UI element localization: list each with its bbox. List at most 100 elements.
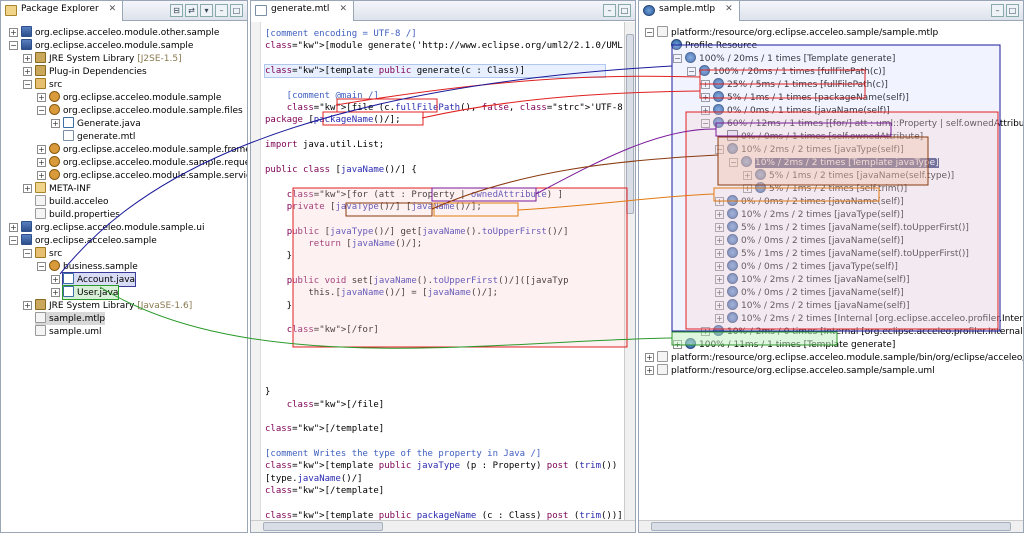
- expand-toggle[interactable]: +: [51, 119, 60, 128]
- profile-node[interactable]: 0% / 0ms / 2 times [javaName(self)]: [727, 286, 904, 299]
- expand-toggle[interactable]: +: [23, 301, 32, 310]
- profile-node[interactable]: 10% / 2ms / 2 times [Template javaType]: [741, 156, 939, 169]
- profile-node[interactable]: 10% / 2ms / 2 times [javaName(self)]: [727, 273, 910, 286]
- expand-toggle[interactable]: −: [701, 119, 710, 128]
- package-explorer-tab[interactable]: Package Explorer✕: [1, 1, 123, 21]
- profile-node[interactable]: 100% / 20ms / 1 times [Template generate…: [685, 52, 895, 65]
- profile-node[interactable]: Profile Resource: [671, 39, 757, 52]
- code-line[interactable]: [comment @main /]: [265, 90, 379, 102]
- profile-node[interactable]: platform:/resource/org.eclipse.acceleo.m…: [657, 351, 1024, 364]
- expand-toggle[interactable]: +: [715, 275, 724, 284]
- tree-item[interactable]: src: [35, 78, 62, 91]
- expand-toggle[interactable]: +: [23, 184, 32, 193]
- code-line[interactable]: [comment Writes the type of the property…: [265, 448, 541, 460]
- profile-node[interactable]: 5% / 1ms / 2 times [self.trim()]: [755, 182, 907, 195]
- tree-item[interactable]: META-INF: [35, 182, 91, 195]
- expand-toggle[interactable]: −: [729, 158, 738, 167]
- profile-node[interactable]: 5% / 1ms / 2 times [javaName(self).toUpp…: [727, 221, 969, 234]
- code-line[interactable]: class="kw">[/file]: [265, 399, 384, 411]
- expand-toggle[interactable]: +: [23, 67, 32, 76]
- tree-item[interactable]: org.eclipse.acceleo.module.sample.servic…: [49, 169, 248, 182]
- expand-toggle[interactable]: +: [715, 288, 724, 297]
- tree-item[interactable]: org.eclipse.acceleo.module.sample: [21, 39, 193, 52]
- tree-item[interactable]: sample.uml: [35, 325, 102, 338]
- expand-toggle[interactable]: +: [23, 54, 32, 63]
- profile-node[interactable]: platform:/resource/org.eclipse.acceleo.s…: [657, 364, 935, 377]
- expand-toggle[interactable]: +: [715, 262, 724, 271]
- code-line[interactable]: class="kw">[file (c.fullFilePath(), fals…: [265, 102, 636, 114]
- minimize-icon[interactable]: –: [991, 4, 1004, 17]
- expand-toggle[interactable]: −: [673, 54, 682, 63]
- code-line[interactable]: [type.javaName()/]: [265, 473, 363, 485]
- collapse-all-icon[interactable]: ⊟: [170, 4, 183, 17]
- code-line[interactable]: class="kw">[for (att : Property | ownedA…: [265, 189, 563, 201]
- link-editor-icon[interactable]: ⇄: [185, 4, 198, 17]
- expand-toggle[interactable]: +: [715, 236, 724, 245]
- expand-toggle[interactable]: −: [37, 262, 46, 271]
- code-line[interactable]: class="kw">[/for]: [265, 324, 379, 336]
- tree-item[interactable]: generate.mtl: [63, 130, 135, 143]
- profile-node[interactable]: 60% / 12ms / 1 times [[for/] att : uml::…: [713, 117, 1024, 130]
- profiler-horizontal-scrollbar[interactable]: [639, 520, 1023, 532]
- expand-toggle[interactable]: +: [715, 249, 724, 258]
- expand-toggle[interactable]: +: [37, 145, 46, 154]
- profile-node[interactable]: 10% / 2ms / 2 times [Internal [org.eclip…: [727, 312, 1024, 325]
- code-line[interactable]: }: [265, 386, 270, 398]
- tree-item[interactable]: org.eclipse.acceleo.module.other.sample: [21, 26, 219, 39]
- profile-node[interactable]: 5% / 1ms / 1 times [packageName(self)]: [713, 91, 909, 104]
- expand-toggle[interactable]: +: [645, 353, 654, 362]
- expand-toggle[interactable]: +: [51, 275, 60, 284]
- expand-toggle[interactable]: +: [701, 106, 710, 115]
- tree-item[interactable]: JRE System Library [J2SE-1.5]: [35, 52, 182, 65]
- tree-item[interactable]: Plug-in Dependencies: [35, 65, 147, 78]
- scroll-thumb[interactable]: [626, 34, 634, 214]
- expand-toggle[interactable]: +: [743, 184, 752, 193]
- profile-node[interactable]: 100% / 11ms / 1 times [Template generate…: [685, 338, 895, 351]
- tree-item[interactable]: Generate.java: [63, 117, 141, 130]
- code-line[interactable]: this.[javaName()/] = [javaName()/];: [265, 287, 498, 299]
- expand-toggle[interactable]: +: [715, 301, 724, 310]
- expand-toggle[interactable]: +: [715, 197, 724, 206]
- tree-item[interactable]: User.java: [63, 286, 118, 299]
- profile-node[interactable]: 10% / 2ms / 0 times [Internal [org.eclip…: [713, 325, 1024, 338]
- minimize-icon[interactable]: –: [603, 4, 616, 17]
- expand-toggle[interactable]: +: [37, 93, 46, 102]
- tree-item[interactable]: build.properties: [35, 208, 120, 221]
- code-line[interactable]: public class [javaName()/] {: [265, 164, 417, 176]
- expand-toggle[interactable]: +: [37, 171, 46, 180]
- expand-toggle[interactable]: +: [701, 93, 710, 102]
- profile-node[interactable]: 10% / 2ms / 2 times [javaType(self)]: [727, 208, 904, 221]
- expand-toggle[interactable]: −: [37, 106, 46, 115]
- maximize-icon[interactable]: □: [618, 4, 631, 17]
- profile-node[interactable]: 0% / 0ms / 1 times [self.ownedAttribute]: [727, 130, 923, 143]
- code-line[interactable]: import java.util.List;: [265, 139, 384, 151]
- code-line[interactable]: return [javaName()/];: [265, 238, 422, 250]
- expand-toggle[interactable]: +: [37, 158, 46, 167]
- profile-node[interactable]: 25% / 5ms / 1 times [fullFilePath(c)]: [713, 78, 888, 91]
- tree-item[interactable]: org.eclipse.acceleo.module.sample.files: [49, 104, 243, 117]
- code-line[interactable]: class="kw">[/template]: [265, 423, 384, 435]
- tree-item[interactable]: org.eclipse.acceleo.module.sample: [49, 91, 221, 104]
- profile-node[interactable]: 5% / 1ms / 2 times [javaName(self.type)]: [755, 169, 954, 182]
- code-line[interactable]: public void set[javaName().toUpperFirst(…: [265, 275, 569, 287]
- maximize-icon[interactable]: □: [230, 4, 243, 17]
- expand-toggle[interactable]: +: [673, 340, 682, 349]
- scroll-thumb[interactable]: [263, 522, 383, 531]
- expand-toggle[interactable]: +: [51, 288, 60, 297]
- tree-item[interactable]: build.acceleo: [35, 195, 108, 208]
- code-line[interactable]: class="kw">[module generate('http://www.…: [265, 40, 623, 52]
- profile-node[interactable]: 100% / 20ms / 1 times [fullFilePath(c)]: [699, 65, 885, 78]
- tree-item[interactable]: sample.mtlp: [35, 312, 105, 325]
- code-line[interactable]: class="kw">[template public generate(c :…: [265, 65, 605, 77]
- expand-toggle[interactable]: +: [701, 80, 710, 89]
- tree-item[interactable]: Account.java: [63, 273, 135, 286]
- code-line[interactable]: [comment encoding = UTF-8 /]: [265, 28, 417, 40]
- expand-toggle[interactable]: −: [687, 67, 696, 76]
- profile-node[interactable]: platform:/resource/org.eclipse.acceleo.s…: [657, 26, 938, 39]
- profile-node[interactable]: 10% / 2ms / 2 times [javaName(self)]: [727, 299, 910, 312]
- code-line[interactable]: }: [265, 250, 292, 262]
- expand-toggle[interactable]: +: [715, 223, 724, 232]
- expand-toggle[interactable]: −: [9, 236, 18, 245]
- maximize-icon[interactable]: □: [1006, 4, 1019, 17]
- minimize-icon[interactable]: –: [215, 4, 228, 17]
